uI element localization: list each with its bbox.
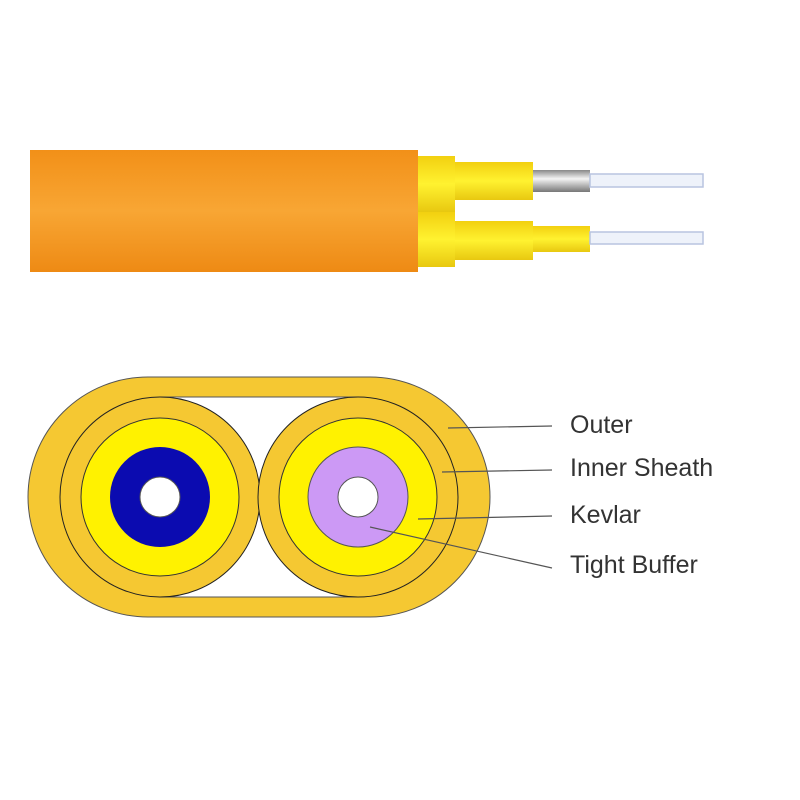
fiber-bottom xyxy=(589,231,704,245)
collar-top xyxy=(418,156,455,212)
label-outer: Outer xyxy=(570,411,633,439)
cable-cross-section xyxy=(27,376,491,618)
tight-buffer-bottom xyxy=(533,226,590,252)
label-inner-sheath: Inner Sheath xyxy=(570,454,714,482)
fiber-top xyxy=(589,173,704,188)
leader-tight-buffer xyxy=(369,526,553,569)
buffer-bottom xyxy=(455,221,533,260)
leader-outer xyxy=(447,425,553,429)
cable-side-view xyxy=(30,150,704,272)
leader-lines xyxy=(369,425,553,569)
leader-inner-sheath xyxy=(441,469,553,473)
collar-bottom xyxy=(418,212,455,267)
buffer-top xyxy=(455,162,533,200)
leader-kevlar xyxy=(417,515,553,520)
label-tight-buffer: Tight Buffer xyxy=(570,551,698,579)
left-fiber-unit xyxy=(59,396,261,598)
orange-jacket xyxy=(30,150,418,272)
coating-top xyxy=(533,170,590,192)
label-kevlar: Kevlar xyxy=(570,501,641,529)
right-fiber-unit xyxy=(257,396,459,598)
